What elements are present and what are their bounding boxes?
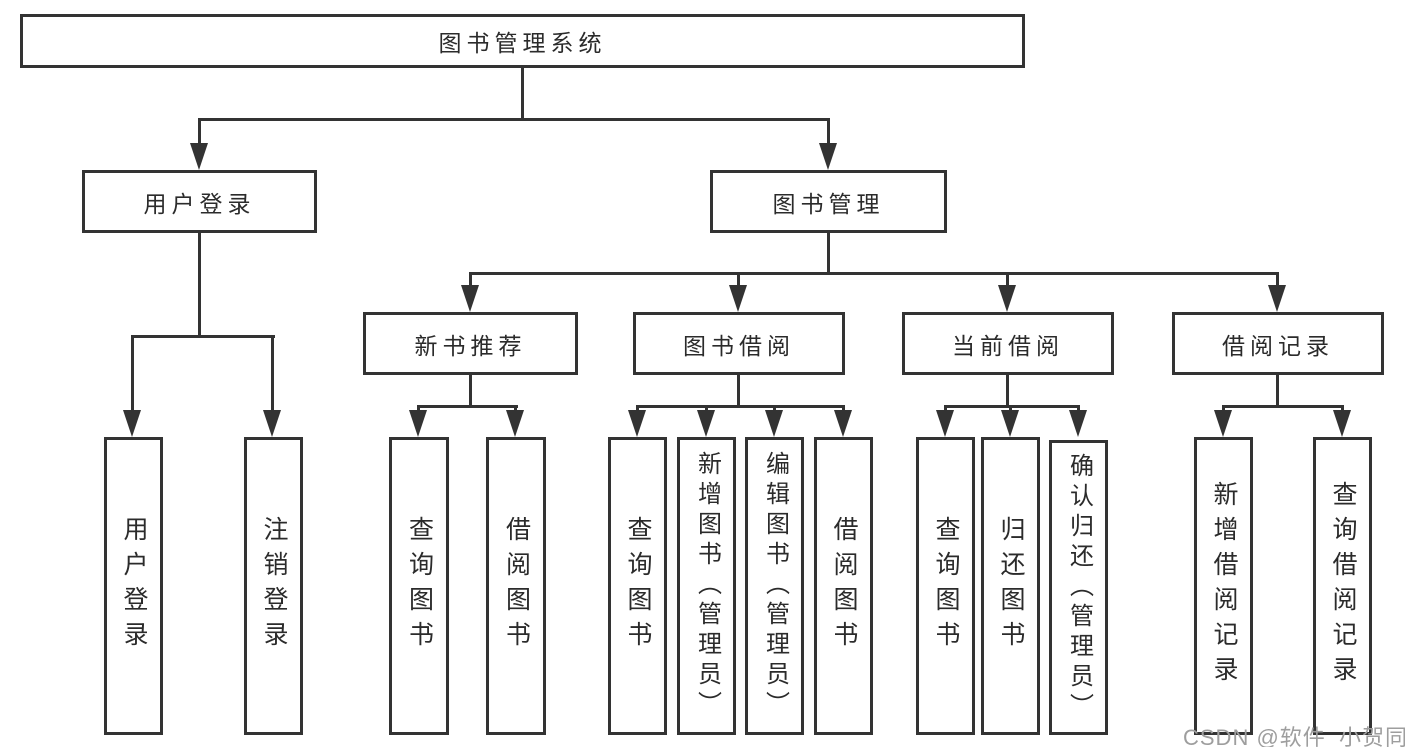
node-label: 图书管理 [772,190,885,217]
node-label: 借阅图书 [830,516,858,656]
connector-arrow-stem [514,405,517,413]
connector-splitter [1222,405,1344,408]
connector-book-mgmt-stem [827,233,830,274]
node-current-borrow: 当前借阅 [902,312,1114,375]
connector-arrow-stem [1276,272,1279,288]
connector-arrow-stem [417,405,420,413]
node-borrow-records: 借阅记录 [1172,312,1384,375]
connector-user-login-stem [198,233,201,335]
connector-arrow-stem [773,405,776,413]
connector-stem [1276,375,1279,405]
arrow-down-icon [834,410,852,437]
connector-root-splitter [198,118,830,121]
node-leaf-query-books-1: 查询图书 [389,437,449,735]
arrow-down-icon [998,285,1016,312]
connector-stem [469,375,472,405]
node-label: 新增借阅记录 [1210,481,1238,691]
node-label: 归还图书 [997,516,1025,656]
connector-arrow-stem [705,405,708,413]
connector-root-stem [521,68,524,120]
connector-arrow-stem [1222,405,1225,413]
node-leaf-confirm-return-admin: 确认归还（管理员） [1049,440,1108,735]
connector-arrow-stem [1006,272,1009,288]
connector-splitter [636,405,845,408]
connector-user-login-splitter [131,335,275,338]
arrow-down-icon [461,285,479,312]
node-system-root: 图书管理系统 [20,14,1025,68]
arrow-down-icon [1333,410,1351,437]
node-leaf-borrow-books-1: 借阅图书 [486,437,546,735]
node-label: 图书管理系统 [438,30,607,56]
node-label: 图书借阅 [683,332,795,359]
connector-arrow-stem [737,272,740,288]
node-label: 注销登录 [260,516,288,656]
arrow-down-icon [123,410,141,437]
arrow-down-icon [729,285,747,312]
node-label: 编辑图书（管理员） [761,451,789,721]
node-leaf-query-books-3: 查询图书 [916,437,975,735]
node-leaf-add-book-admin: 新增图书（管理员） [677,437,736,735]
node-leaf-query-books-2: 查询图书 [608,437,667,735]
node-label: 用户登录 [120,516,148,656]
arrow-down-icon [263,410,281,437]
arrow-down-icon [506,410,524,437]
connector-arrow-stem [827,118,830,145]
node-label: 用户登录 [143,190,256,217]
node-book-management: 图书管理 [710,170,947,233]
node-label: 借阅记录 [1222,332,1334,359]
connector-arrow-stem [944,405,947,413]
arrow-down-icon [1001,410,1019,437]
node-leaf-borrow-books-2: 借阅图书 [814,437,873,735]
connector-arrow-stem [1077,405,1080,413]
connector-arrow-stem [271,335,274,413]
csdn-watermark: CSDN @软件_小贺同学 [1183,725,1405,747]
connector-splitter [944,405,1080,408]
arrow-down-icon [819,143,837,170]
connector-arrow-stem [842,405,845,413]
connector-arrow-stem [1009,405,1012,413]
node-label: 确认归还（管理员） [1065,452,1093,723]
node-leaf-query-borrow-record: 查询借阅记录 [1313,437,1372,735]
connector-stem [1006,375,1009,405]
arrow-down-icon [628,410,646,437]
connector-arrow-stem [131,335,134,413]
node-label: 查询图书 [624,516,652,656]
node-label: 新书推荐 [414,332,527,359]
connector-arrow-stem [636,405,639,413]
connector-arrow-stem [469,272,472,288]
node-label: 查询图书 [932,516,960,656]
node-leaf-return-books: 归还图书 [981,437,1040,735]
node-book-borrow: 图书借阅 [633,312,845,375]
node-label: 查询借阅记录 [1329,481,1357,691]
arrow-down-icon [409,410,427,437]
arrow-down-icon [697,410,715,437]
node-leaf-add-borrow-record: 新增借阅记录 [1194,437,1253,735]
node-label: 新增图书（管理员） [693,451,721,721]
connector-arrow-stem [198,118,201,145]
arrow-down-icon [190,143,208,170]
arrow-down-icon [1268,285,1286,312]
connector-splitter [417,405,518,408]
node-leaf-edit-book-admin: 编辑图书（管理员） [745,437,804,735]
connector-arrow-stem [1341,405,1344,413]
node-label: 查询图书 [405,516,434,656]
arrow-down-icon [765,410,783,437]
node-leaf-user-login: 用户登录 [104,437,163,735]
connector-book-mgmt-splitter [469,272,1279,275]
node-label: 当前借阅 [952,332,1064,359]
arrow-down-icon [1069,410,1087,437]
node-label: 借阅图书 [502,516,531,656]
arrow-down-icon [1214,410,1232,437]
node-new-book-recommend: 新书推荐 [363,312,578,375]
arrow-down-icon [936,410,954,437]
node-leaf-logout: 注销登录 [244,437,303,735]
connector-stem [737,375,740,405]
node-user-login: 用户登录 [82,170,317,233]
